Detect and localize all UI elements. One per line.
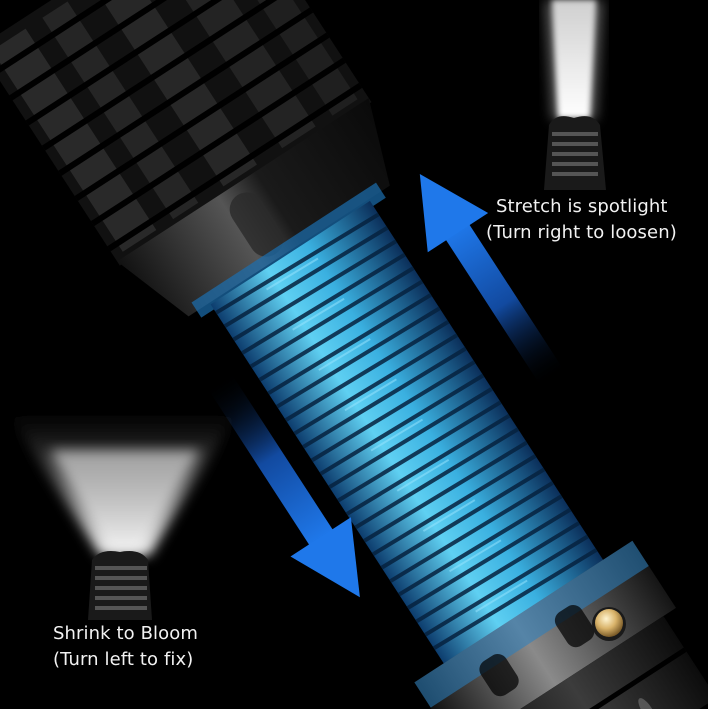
tail-crown (414, 540, 676, 709)
arrow-up-right-icon (419, 173, 565, 388)
bloom-caption-title: Shrink to Bloom (53, 623, 198, 644)
bloom-flashlight (0, 400, 245, 620)
spotlight-caption: Stretch is spotlight (Turn right to loos… (486, 194, 677, 246)
tail-body (470, 616, 708, 709)
spotlight-caption-subtitle: (Turn right to loosen) (486, 222, 677, 243)
power-switch-button (595, 609, 623, 637)
bloom-caption: Shrink to Bloom (Turn left to fix) (53, 621, 198, 673)
flashlight-head (0, 0, 372, 266)
spotlight-caption-title: Stretch is spotlight (496, 196, 668, 217)
spotlight-flashlight (544, 0, 606, 190)
bloom-caption-subtitle: (Turn left to fix) (53, 649, 194, 670)
arrow-down-right-icon (206, 371, 360, 598)
zoom-thread (210, 200, 605, 666)
